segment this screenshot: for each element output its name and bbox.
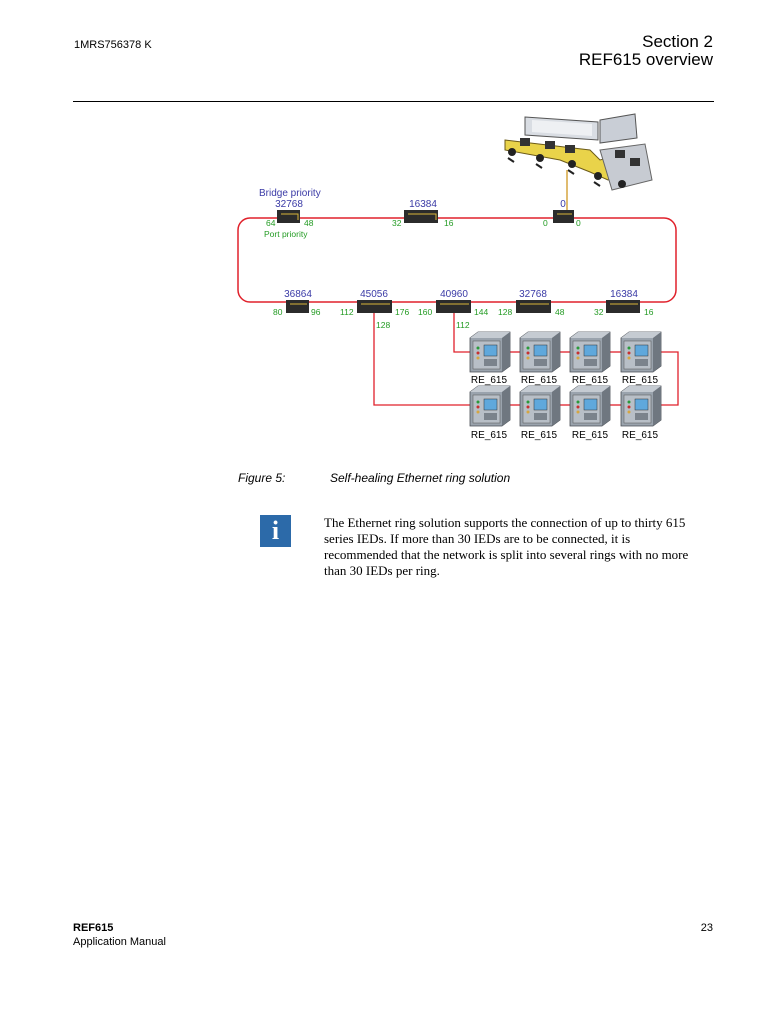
switch-top-3: [553, 210, 574, 223]
ied-device: [569, 385, 611, 427]
section-heading: Section 2 REF615 overview: [579, 33, 713, 69]
switch-top-1: [277, 210, 300, 223]
port-value: 112: [456, 320, 470, 330]
ied-label: RE_615: [572, 430, 609, 441]
ied-device: [519, 331, 561, 373]
ied-label: RE_615: [521, 430, 558, 441]
ied-connections: [373, 302, 679, 406]
ied-label: RE_615: [622, 375, 659, 386]
switch-bottom-5: [606, 300, 640, 313]
port-value: 144: [474, 307, 488, 317]
bridge-priority-value: 16384: [610, 289, 638, 300]
port-value: 80: [273, 307, 283, 317]
ethernet-ring-diagram: Bridge priority Port priority 32768 64 4…: [237, 113, 679, 441]
bridge-priority-label: Bridge priority: [259, 188, 321, 199]
switch-top-2: [404, 210, 438, 223]
ied-device: [569, 331, 611, 373]
switch-bottom-2: [357, 300, 392, 313]
ied-device: [469, 385, 511, 427]
section-title: REF615 overview: [578, 50, 713, 69]
port-value: 0: [576, 218, 581, 228]
port-value: 112: [340, 307, 354, 317]
ied-label: RE_615: [521, 375, 558, 386]
switch-bottom-3: [436, 300, 471, 313]
header-divider: [73, 101, 714, 102]
ied-label: RE_615: [572, 375, 609, 386]
ied-device: [469, 331, 511, 373]
section-number: Section 2: [642, 32, 713, 51]
bridge-priority-value: 16384: [409, 199, 437, 210]
switch-bottom-1: [286, 300, 309, 313]
bridge-priority-value: 36864: [284, 289, 312, 300]
port-value: 16: [644, 307, 654, 317]
page-number: 23: [700, 922, 713, 934]
document-id: 1MRS756378 K: [74, 39, 152, 51]
port-value: 32: [594, 307, 604, 317]
ied-label: RE_615: [471, 375, 508, 386]
ied-device: [620, 385, 662, 427]
figure-number: Figure 5:: [238, 471, 286, 485]
bridge-priority-value: 32768: [519, 289, 547, 300]
ied-label: RE_615: [471, 430, 508, 441]
footer-manual-title: Application Manual: [73, 936, 166, 948]
port-value: 0: [543, 218, 548, 228]
figure-title: Self-healing Ethernet ring solution: [330, 471, 511, 485]
ied-label: RE_615: [622, 430, 659, 441]
note-text: The Ethernet ring solution supports the …: [324, 515, 689, 578]
port-value: 128: [498, 307, 512, 317]
port-value: 176: [395, 307, 409, 317]
port-value: 48: [555, 307, 565, 317]
port-value: 16: [444, 218, 454, 228]
port-value: 32: [392, 218, 402, 228]
bridge-priority-value: 32768: [275, 199, 303, 210]
info-icon: i: [260, 515, 291, 547]
port-priority-label: Port priority: [264, 229, 308, 239]
switch-bottom-4: [516, 300, 551, 313]
bridge-priority-value: 0: [560, 199, 566, 210]
port-value: 96: [311, 307, 321, 317]
port-value: 64: [266, 218, 276, 228]
ied-device: [519, 385, 561, 427]
bridge-priority-value: 45056: [360, 289, 388, 300]
ied-device: [620, 331, 662, 373]
control-room-illustration: [504, 113, 653, 191]
footer-product: REF615: [73, 922, 114, 934]
port-value: 160: [418, 307, 432, 317]
bridge-priority-value: 40960: [440, 289, 468, 300]
port-value: 48: [304, 218, 314, 228]
port-value: 128: [376, 320, 390, 330]
